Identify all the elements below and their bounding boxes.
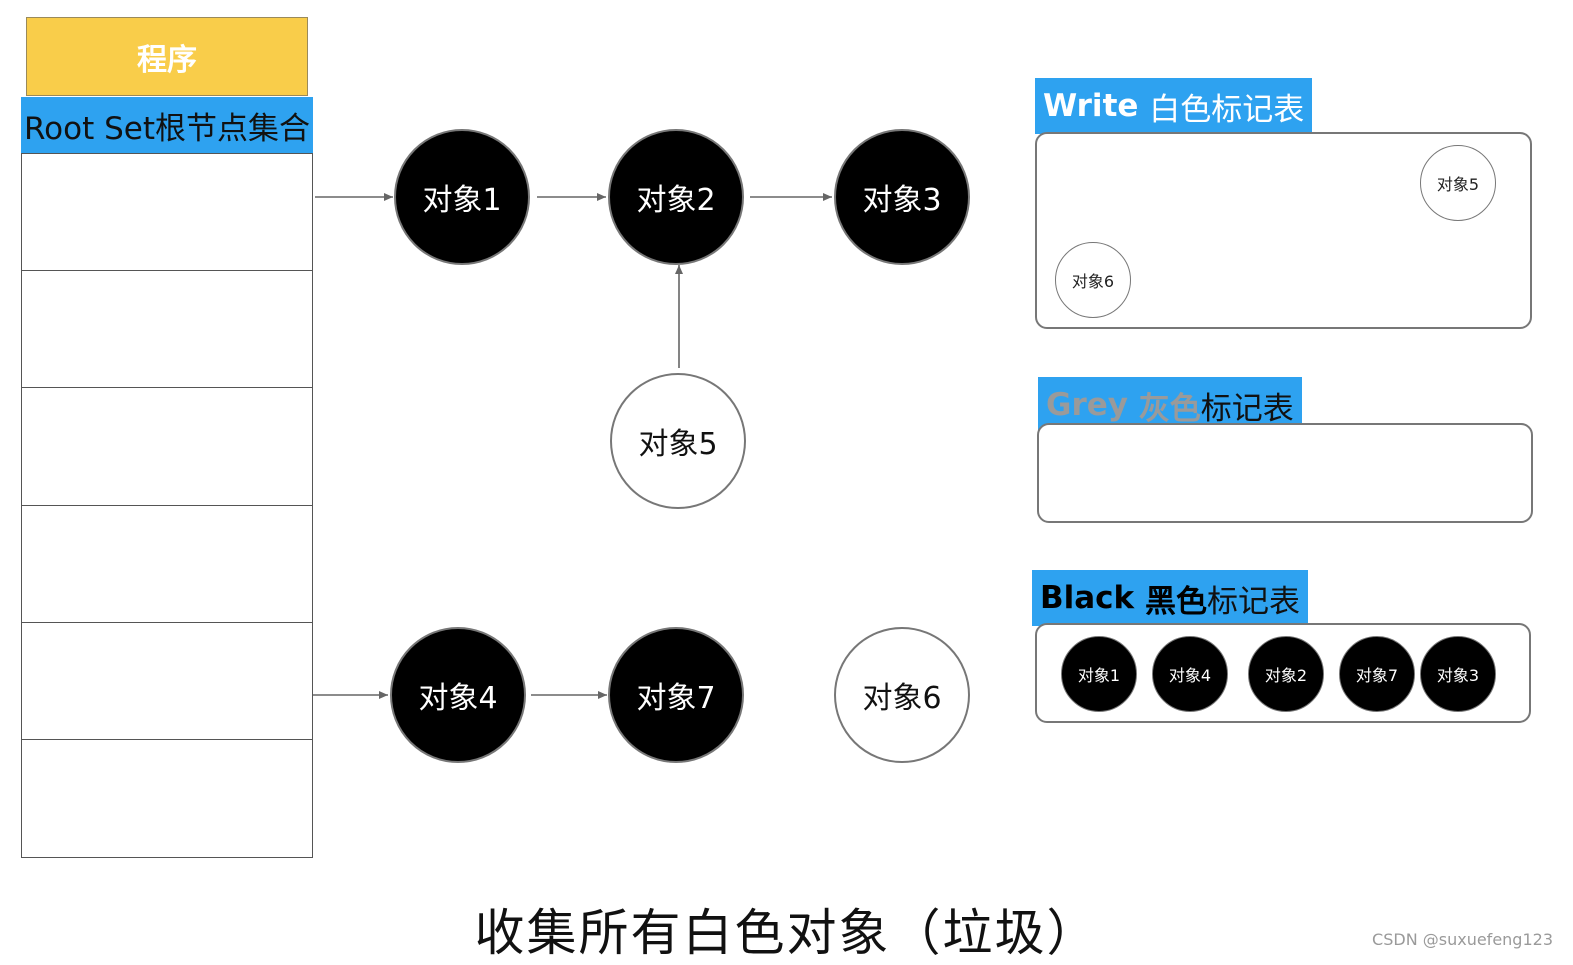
black-table-box: 对象1 对象4 对象2 对象7 对象3 <box>1035 623 1531 723</box>
program-label: 程序 <box>137 42 197 78</box>
root-set-cell <box>22 271 312 389</box>
white-table-item-label: 对象6 <box>1071 272 1115 291</box>
black-table-item: 对象2 <box>1248 636 1324 712</box>
node-obj2: 对象2 <box>608 129 744 265</box>
root-set-label: Root Set根节点集合 <box>24 110 310 147</box>
black-table-item-label: 对象7 <box>1355 666 1399 685</box>
root-set-cell <box>22 388 312 506</box>
black-table-item-label: 对象2 <box>1264 666 1308 685</box>
grey-table-title-cn-grey: 灰色 <box>1138 390 1201 427</box>
grey-table-title-cn: 标记表 <box>1200 390 1294 427</box>
node-obj1: 对象1 <box>394 129 530 265</box>
node-obj7: 对象7 <box>608 627 744 763</box>
watermark: CSDN @suxuefeng123 <box>1372 930 1553 949</box>
root-set-table <box>21 153 313 858</box>
node-obj6-label: 对象6 <box>862 681 942 716</box>
node-obj5: 对象5 <box>610 373 746 509</box>
root-set-cell <box>22 154 312 272</box>
white-table-title-en: Write <box>1043 88 1139 124</box>
node-obj6: 对象6 <box>834 627 970 763</box>
node-obj5-label: 对象5 <box>638 427 718 462</box>
node-obj1-label: 对象1 <box>422 183 502 218</box>
white-table-item: 对象5 <box>1420 145 1496 221</box>
white-table-item-label: 对象5 <box>1436 175 1480 194</box>
node-obj2-label: 对象2 <box>636 183 716 218</box>
black-table-item: 对象3 <box>1420 636 1496 712</box>
node-obj4: 对象4 <box>390 627 526 763</box>
white-table-item: 对象6 <box>1055 242 1131 318</box>
node-obj7-label: 对象7 <box>636 681 716 716</box>
black-table-title-cn: 标记表 <box>1206 583 1300 620</box>
black-table-title-en: Black <box>1040 580 1135 616</box>
white-table-title: Write 白色标记表 <box>1035 78 1313 134</box>
program-header: 程序 <box>26 17 308 96</box>
black-table-item: 对象7 <box>1339 636 1415 712</box>
node-obj3: 对象3 <box>834 129 970 265</box>
slide-caption: 收集所有白色对象（垃圾） <box>474 904 1099 962</box>
black-table-item: 对象1 <box>1061 636 1137 712</box>
white-table-title-cn: 白色标记表 <box>1149 91 1305 128</box>
black-table-item: 对象4 <box>1152 636 1228 712</box>
grey-table-box <box>1037 423 1533 523</box>
node-obj3-label: 对象3 <box>862 183 942 218</box>
black-table-title-cn-black: 黑色 <box>1144 583 1207 620</box>
black-table-item-label: 对象4 <box>1168 666 1212 685</box>
root-set-cell <box>22 623 312 740</box>
root-set-cell <box>22 506 312 623</box>
root-set-header: Root Set根节点集合 <box>21 97 313 153</box>
black-table-item-label: 对象1 <box>1077 666 1121 685</box>
grey-table-title-en: Grey <box>1046 387 1128 423</box>
white-table-box: 对象5 对象6 <box>1035 132 1532 329</box>
black-table-title: Black 黑色标记表 <box>1032 570 1308 626</box>
black-table-item-label: 对象3 <box>1436 666 1480 685</box>
node-obj4-label: 对象4 <box>418 681 498 716</box>
